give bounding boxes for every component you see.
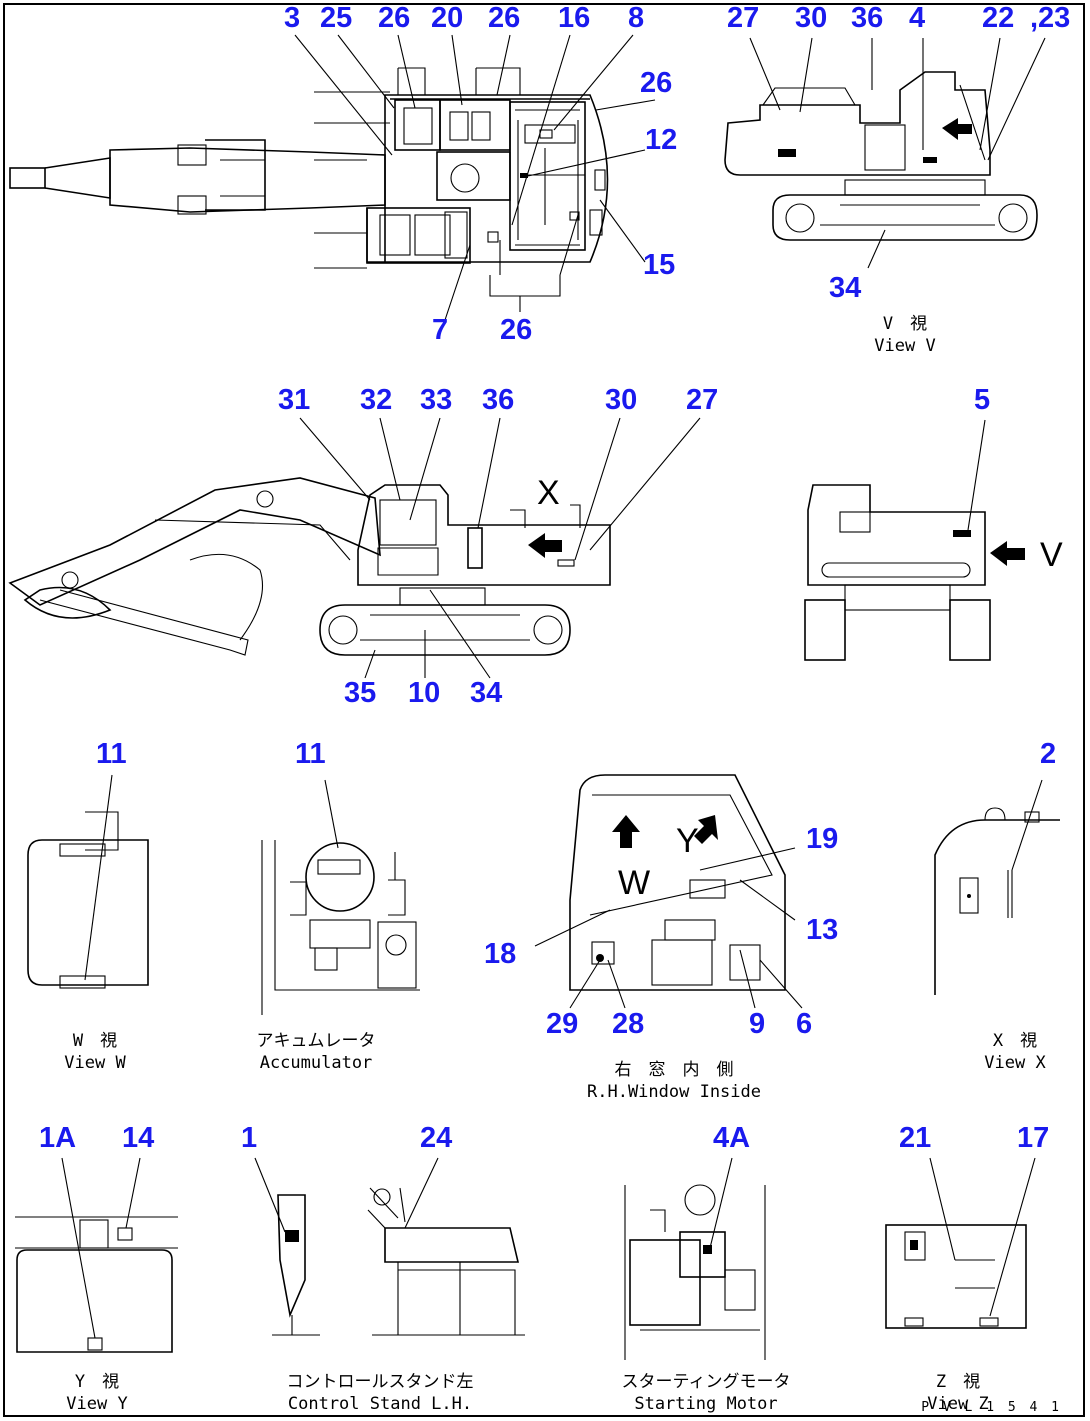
callout-rh-28: 28 — [612, 1008, 645, 1040]
callout-x-2: 2 — [1040, 738, 1057, 770]
control-stand-drawing — [254, 1157, 525, 1336]
callout-top-12: 12 — [645, 124, 678, 156]
callout-v-30: 30 — [795, 2, 828, 34]
callout-side-31: 31 — [278, 384, 311, 416]
callout-top-3: 3 — [284, 2, 301, 34]
starting-motor-drawing — [624, 1157, 766, 1360]
view-y-drawing — [15, 1157, 178, 1353]
callout-v-27: 27 — [727, 2, 760, 34]
caption-jp-view-z: Z 視 — [935, 1372, 981, 1392]
callout-top-26d: 26 — [500, 314, 533, 346]
drawing-code: P V L 1 5 4 1 — [921, 1400, 1062, 1415]
drawing-frame — [3, 3, 1085, 1417]
rear-view — [804, 419, 1025, 661]
caption-jp-starting-motor: スターティングモータ — [621, 1372, 791, 1392]
caption-jp-control-stand: コントロールスタンド左 — [286, 1372, 474, 1392]
caption-en-view-z: View Z — [927, 1394, 989, 1414]
callout-rh-19: 19 — [806, 823, 839, 855]
callout-side-35: 35 — [344, 677, 377, 709]
callout-w-11: 11 — [96, 738, 127, 770]
callout-acc-11: 11 — [295, 738, 326, 770]
callout-top-8: 8 — [628, 2, 645, 34]
callout-side-36: 36 — [482, 384, 515, 416]
caption-en-view-v: View V — [874, 336, 936, 356]
caption-en-view-x: View X — [984, 1053, 1046, 1073]
callout-side-10: 10 — [408, 677, 441, 709]
callout-rh-13: 13 — [806, 914, 839, 946]
callout-top-16: 16 — [558, 2, 591, 34]
callout-y-14: 14 — [122, 1122, 155, 1154]
view-z-drawing — [885, 1157, 1036, 1329]
callout-cs-24: 24 — [420, 1122, 453, 1154]
callout-top-7: 7 — [432, 314, 449, 346]
callout-sm-4A: 4A — [713, 1122, 751, 1154]
callout-side-33: 33 — [420, 384, 453, 416]
accumulator-drawing — [261, 779, 420, 1015]
view-letter-w: W — [618, 864, 651, 902]
caption-jp-accumulator: アキュムレータ — [256, 1031, 376, 1051]
view-letter-y: Y — [676, 822, 699, 860]
callout-z-17: 17 — [1017, 1122, 1050, 1154]
view-v-drawing — [724, 37, 1046, 269]
callout-v-4: 4 — [909, 2, 926, 34]
callout-side-27: 27 — [686, 384, 719, 416]
callout-side-34: 34 — [470, 677, 503, 709]
rh-window-drawing — [534, 774, 803, 1009]
caption-jp-view-v: V 視 — [882, 314, 928, 334]
callout-top-25: 25 — [320, 2, 353, 34]
caption-en-view-y: View Y — [66, 1394, 128, 1414]
caption-en-starting-motor: Starting Motor — [634, 1394, 778, 1414]
callout-z-21: 21 — [899, 1122, 932, 1154]
callout-top-15: 15 — [643, 249, 676, 281]
callout-v-23: ,23 — [1030, 2, 1071, 34]
caption-jp-view-y: Y 視 — [74, 1372, 120, 1392]
callout-top-26c: 26 — [640, 67, 673, 99]
caption-en-control-stand: Control Stand L.H. — [287, 1394, 473, 1414]
callout-rh-9: 9 — [749, 1008, 766, 1040]
callout-v-34: 34 — [829, 272, 862, 304]
callout-top-20: 20 — [431, 2, 464, 34]
callout-rh-6: 6 — [796, 1008, 813, 1040]
callout-top-26b: 26 — [488, 2, 521, 34]
caption-jp-rh-window: 右 窓 内 側 — [614, 1060, 734, 1080]
caption-en-view-w: View W — [64, 1053, 126, 1073]
callout-rear-5: 5 — [974, 384, 991, 416]
caption-jp-view-w: W 視 — [72, 1031, 118, 1051]
caption-jp-view-x: X 視 — [992, 1031, 1038, 1051]
callout-y-1A: 1A — [39, 1122, 77, 1154]
view-letter-v: V — [1040, 536, 1063, 574]
callout-side-30: 30 — [605, 384, 638, 416]
view-w-drawing — [27, 774, 149, 989]
callout-rh-29: 29 — [546, 1008, 579, 1040]
callout-side-32: 32 — [360, 384, 393, 416]
callout-top-26a: 26 — [378, 2, 411, 34]
top-view — [9, 34, 656, 321]
side-view — [8, 417, 701, 679]
view-letter-x: X — [537, 474, 560, 512]
view-x-drawing — [934, 779, 1060, 995]
callout-cs-1: 1 — [241, 1122, 258, 1154]
caption-en-accumulator: Accumulator — [259, 1053, 373, 1073]
caption-en-rh-window: R.H.Window Inside — [587, 1082, 761, 1102]
callout-v-22: 22 — [982, 2, 1015, 34]
callout-rh-18: 18 — [484, 938, 517, 970]
callout-v-36: 36 — [851, 2, 884, 34]
